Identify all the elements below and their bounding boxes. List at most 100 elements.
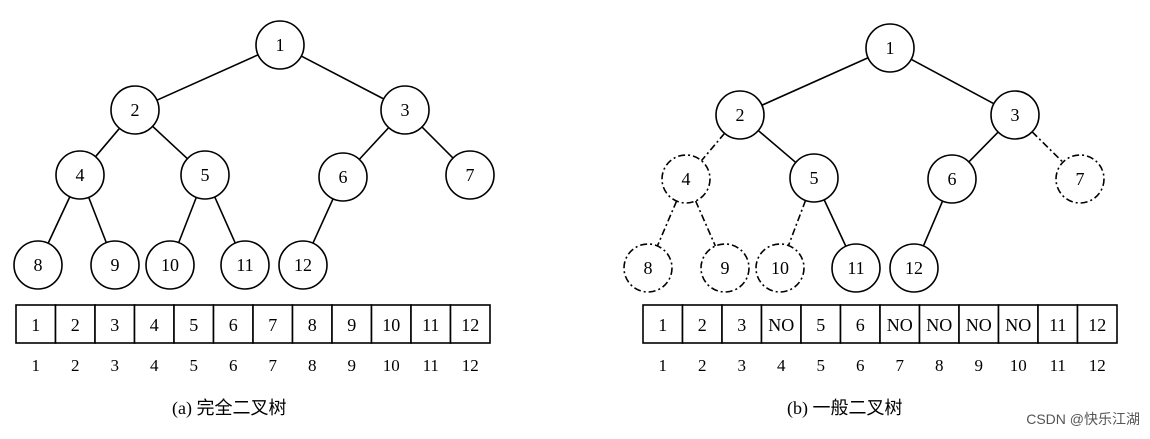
a-array-value-1: 1 bbox=[31, 315, 40, 335]
a-array-index-5: 5 bbox=[190, 356, 199, 375]
b-array-index-4: 4 bbox=[777, 356, 786, 375]
b-array-cell-4 bbox=[760, 304, 802, 344]
b-node-6 bbox=[927, 154, 977, 204]
a-array-index-11: 11 bbox=[423, 356, 439, 375]
b-array-value-6: 6 bbox=[856, 315, 865, 335]
b-node-1 bbox=[865, 23, 915, 73]
a-array-value-9: 9 bbox=[347, 315, 356, 335]
a-array-value-3: 3 bbox=[110, 315, 119, 335]
a-edge-4-8 bbox=[47, 196, 71, 244]
b-array-cell-6 bbox=[839, 304, 881, 344]
a-array-value-12: 12 bbox=[461, 315, 479, 335]
b-node-9 bbox=[700, 243, 750, 293]
a-array-value-11: 11 bbox=[422, 315, 439, 335]
b-array-index-6: 6 bbox=[856, 356, 865, 375]
a-node-label-8: 8 bbox=[34, 255, 43, 275]
b-node-11 bbox=[831, 243, 881, 293]
a-node-label-3: 3 bbox=[401, 100, 410, 120]
a-edge-1-3 bbox=[300, 55, 385, 100]
a-array-index-2: 2 bbox=[71, 356, 80, 375]
a-edge-2-5 bbox=[152, 125, 188, 160]
a-node-label-5: 5 bbox=[201, 165, 210, 185]
a-array-value-7: 7 bbox=[268, 315, 277, 335]
a-array-value-2: 2 bbox=[71, 315, 80, 335]
a-node-4 bbox=[55, 150, 105, 200]
a-node-label-9: 9 bbox=[111, 255, 120, 275]
a-edge-6-12 bbox=[312, 198, 334, 244]
b-array-value-12: 12 bbox=[1088, 315, 1106, 335]
a-node-5 bbox=[180, 150, 230, 200]
b-node-label-6: 6 bbox=[948, 169, 957, 189]
b-edge-3-7 bbox=[1031, 131, 1064, 163]
b-edge-1-3 bbox=[910, 58, 995, 105]
a-array-value-4: 4 bbox=[150, 315, 159, 335]
caption-complete-tree: (a) 完全二叉树 bbox=[172, 398, 286, 419]
b-array-cell-12 bbox=[1076, 304, 1118, 344]
a-array-value-10: 10 bbox=[382, 315, 400, 335]
a-node-label-1: 1 bbox=[276, 35, 285, 55]
a-node-9 bbox=[90, 240, 140, 290]
a-edge-2-4 bbox=[94, 127, 121, 158]
a-edge-5-10 bbox=[177, 197, 198, 243]
a-array-index-8: 8 bbox=[308, 356, 317, 375]
b-edge-6-12 bbox=[922, 200, 944, 247]
a-edge-3-6 bbox=[358, 127, 390, 160]
b-node-label-1: 1 bbox=[886, 38, 895, 58]
b-node-label-10: 10 bbox=[771, 258, 789, 278]
b-array-index-3: 3 bbox=[738, 356, 747, 375]
a-node-11 bbox=[220, 240, 270, 290]
b-array-cell-8 bbox=[918, 304, 960, 344]
b-array-index-11: 11 bbox=[1050, 356, 1066, 375]
a-array-value-6: 6 bbox=[229, 315, 238, 335]
a-node-10 bbox=[145, 240, 195, 290]
a-edge-5-11 bbox=[214, 196, 236, 244]
a-edge-3-7 bbox=[421, 126, 454, 159]
a-array-cell-11 bbox=[410, 304, 452, 344]
a-array-index-7: 7 bbox=[269, 356, 278, 375]
a-array-value-8: 8 bbox=[308, 315, 317, 335]
b-array-value-7: NO bbox=[887, 315, 913, 335]
a-node-label-6: 6 bbox=[339, 167, 348, 187]
a-node-12 bbox=[278, 240, 328, 290]
b-node-label-12: 12 bbox=[905, 258, 923, 278]
a-array-index-6: 6 bbox=[229, 356, 238, 375]
b-node-8 bbox=[623, 243, 673, 293]
a-array-cell-12 bbox=[449, 304, 491, 344]
b-array-cell-9 bbox=[958, 304, 1000, 344]
b-node-label-7: 7 bbox=[1076, 169, 1085, 189]
b-array-cell-11 bbox=[1037, 304, 1079, 344]
b-edge-1-2 bbox=[761, 57, 869, 106]
b-node-label-5: 5 bbox=[810, 168, 819, 188]
b-node-label-2: 2 bbox=[736, 105, 745, 125]
b-array-index-1: 1 bbox=[659, 356, 668, 375]
b-array-value-5: 5 bbox=[816, 315, 825, 335]
a-array-cell-1 bbox=[15, 304, 57, 344]
caption-general-tree: (b) 一般二叉树 bbox=[787, 398, 903, 419]
a-node-2 bbox=[110, 85, 160, 135]
a-node-1 bbox=[255, 20, 305, 70]
b-array-value-1: 1 bbox=[658, 315, 667, 335]
a-array-index-12: 12 bbox=[462, 356, 479, 375]
a-array-cell-9 bbox=[331, 304, 373, 344]
b-array-index-8: 8 bbox=[935, 356, 944, 375]
b-node-label-4: 4 bbox=[682, 169, 691, 189]
a-node-7 bbox=[445, 150, 495, 200]
a-node-8 bbox=[13, 240, 63, 290]
b-node-2 bbox=[715, 90, 765, 140]
b-array-value-3: 3 bbox=[737, 315, 746, 335]
b-array-index-2: 2 bbox=[698, 356, 707, 375]
a-array-index-1: 1 bbox=[32, 356, 41, 375]
a-edge-1-2 bbox=[156, 54, 259, 101]
b-array-index-5: 5 bbox=[817, 356, 826, 375]
a-node-label-11: 11 bbox=[236, 255, 253, 275]
b-node-10 bbox=[755, 243, 805, 293]
b-node-label-11: 11 bbox=[847, 258, 864, 278]
a-array-index-4: 4 bbox=[150, 356, 159, 375]
b-array-value-10: NO bbox=[1005, 315, 1031, 335]
b-node-label-9: 9 bbox=[721, 258, 730, 278]
a-node-6 bbox=[318, 152, 368, 202]
